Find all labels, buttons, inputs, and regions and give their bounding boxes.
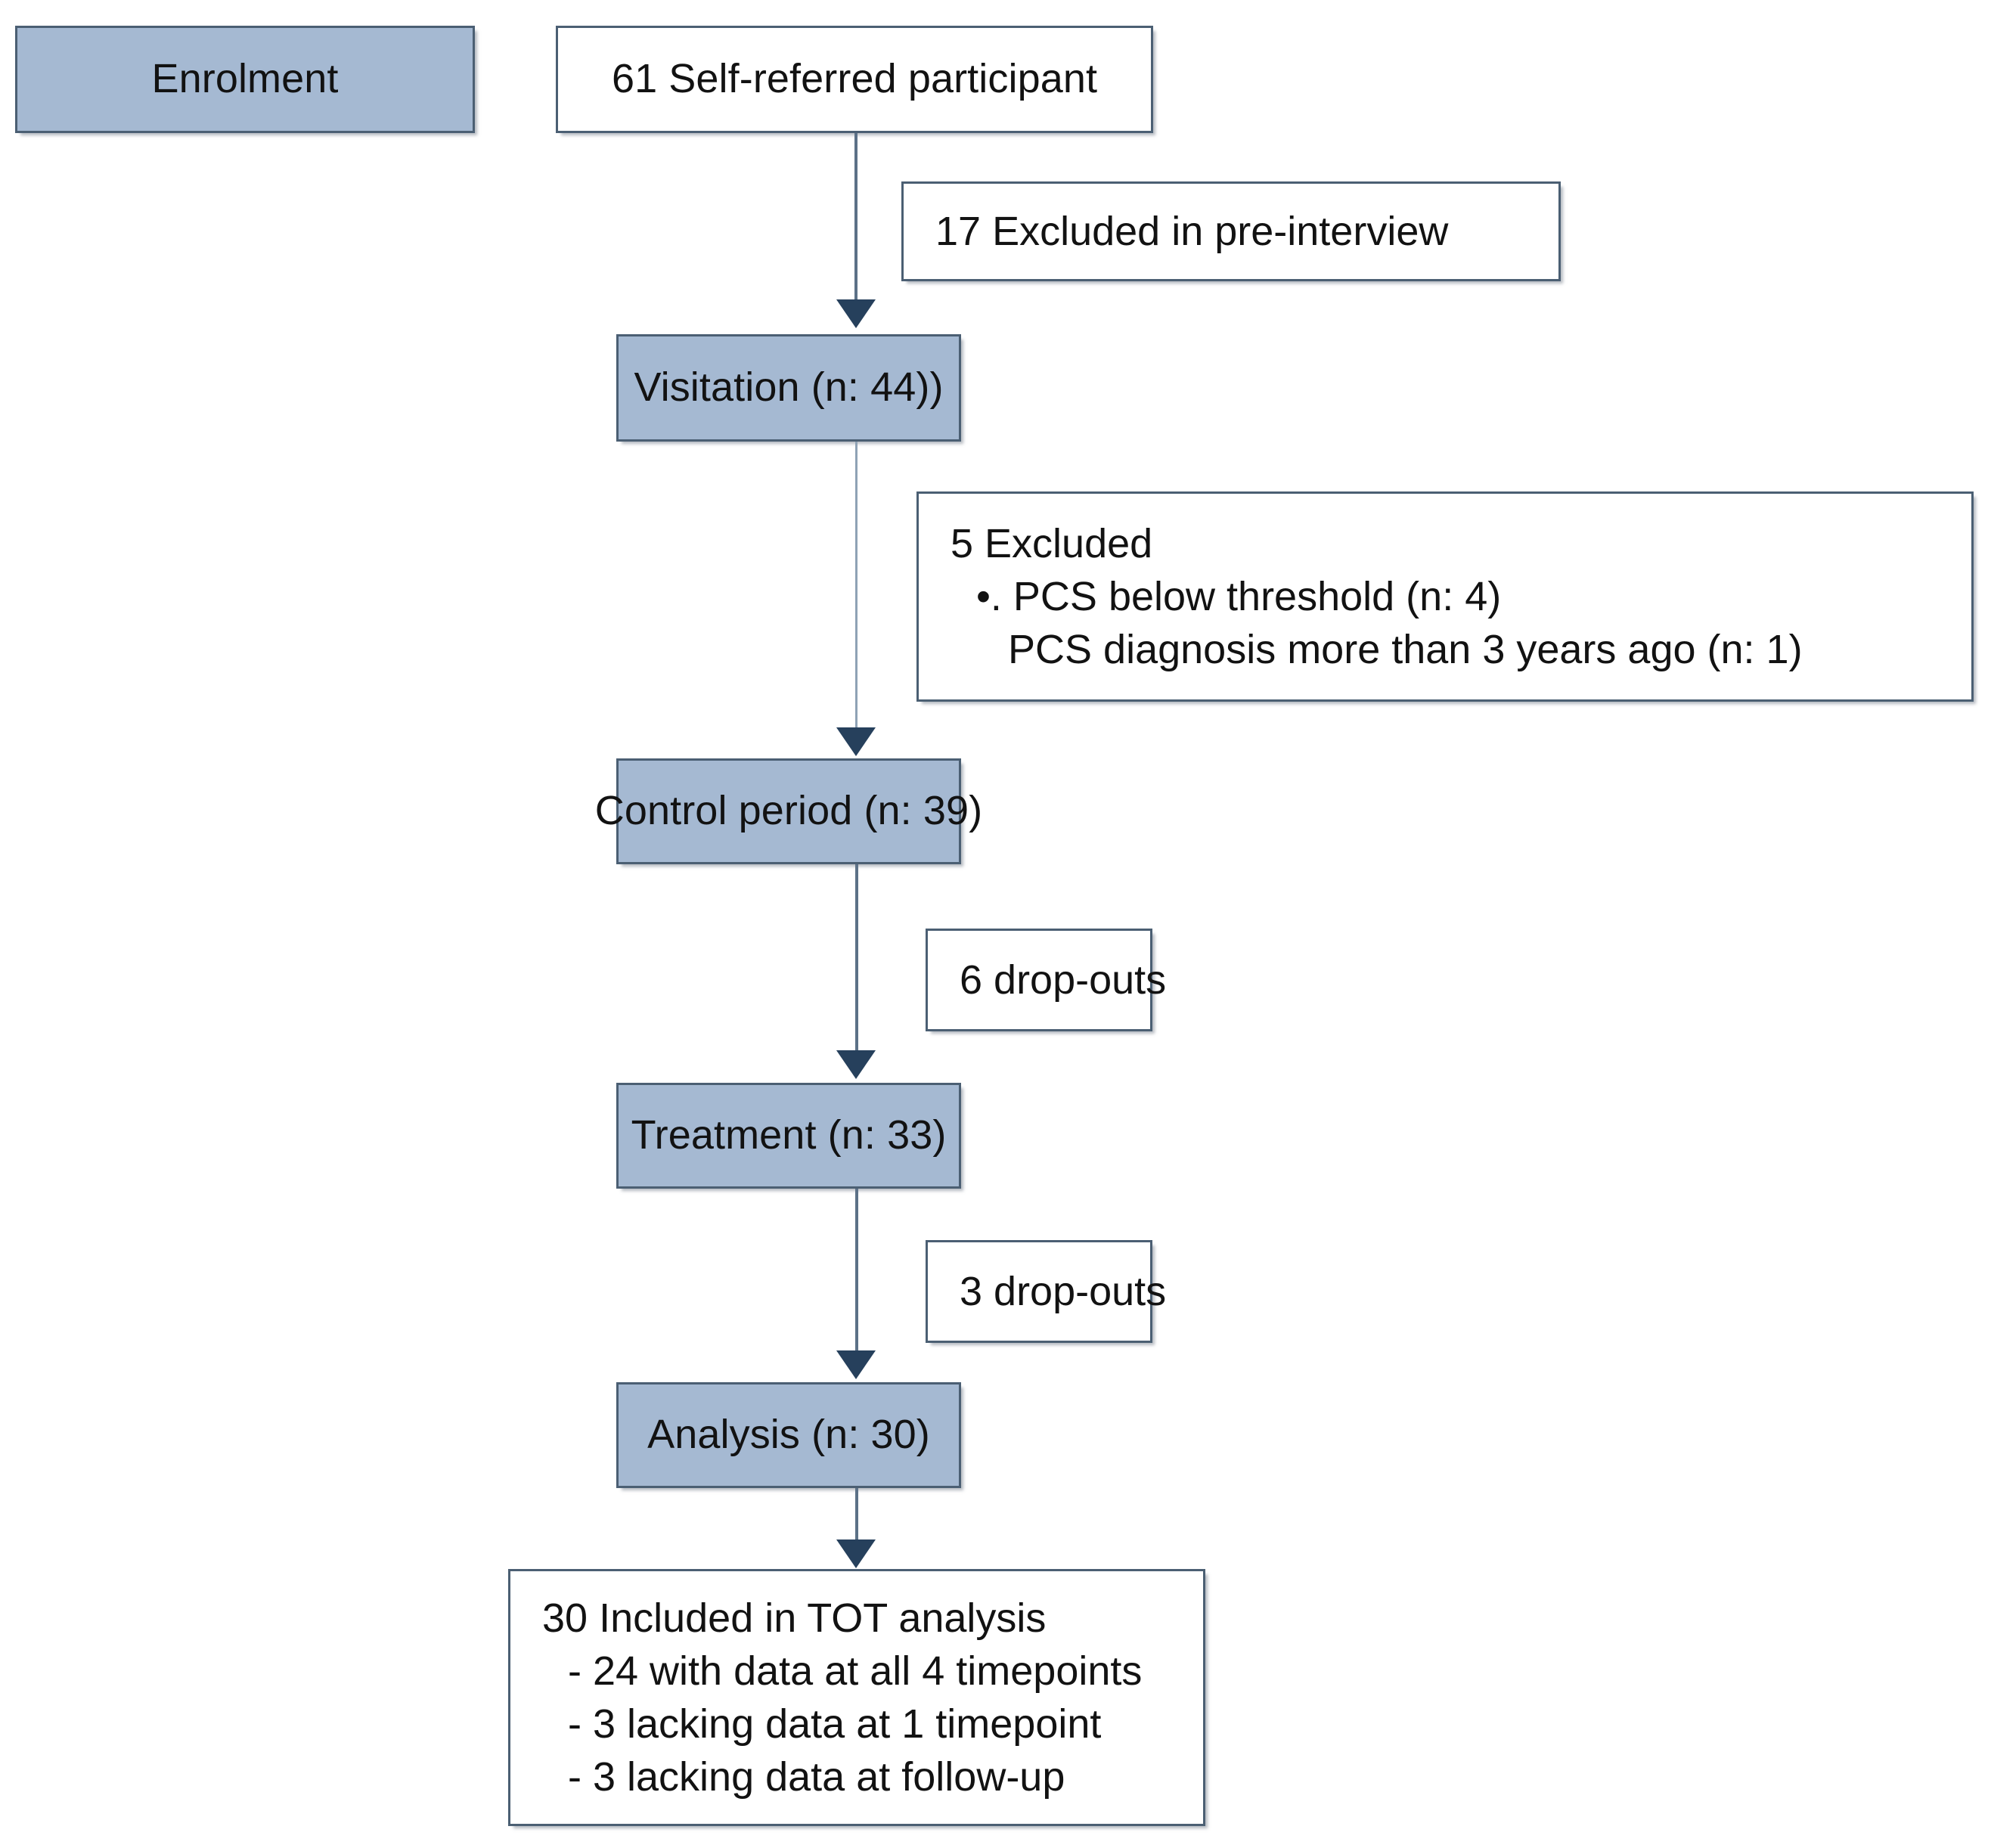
excluded-five-heading: 5 Excluded bbox=[951, 520, 1153, 566]
node-included-tot-analysis: 30 Included in TOT analysis - 24 with da… bbox=[508, 1569, 1205, 1826]
connector-treatment-to-analysis bbox=[855, 1189, 858, 1353]
node-label-control-period: Control period (n: 39) bbox=[594, 788, 983, 834]
connector-control-period-to-treatment bbox=[855, 864, 858, 1053]
node-analysis: Analysis (n: 30) bbox=[616, 1382, 961, 1488]
arrowhead-to-analysis bbox=[836, 1350, 876, 1379]
excluded-five-bullet-2: PCS diagnosis more than 3 years ago (n: … bbox=[1008, 627, 1803, 673]
arrowhead-to-treatment bbox=[836, 1050, 876, 1079]
included-tot-heading: 30 Included in TOT analysis bbox=[542, 1595, 1047, 1641]
node-label-self-referred: 61 Self-referred participant bbox=[611, 56, 1098, 102]
node-block-dropouts-three: 3 drop-outs bbox=[928, 1265, 1180, 1318]
included-tot-item-3: - 3 lacking data at follow-up bbox=[568, 1754, 1065, 1800]
node-label-treatment: Treatment (n: 33) bbox=[631, 1112, 947, 1158]
excluded-five-bullet-1: •. PCS below threshold (n: 4) bbox=[976, 573, 1502, 619]
arrowhead-to-included-tot bbox=[836, 1539, 876, 1568]
connector-analysis-to-included-tot bbox=[855, 1488, 858, 1543]
node-dropouts-six: 6 drop-outs bbox=[926, 929, 1166, 1031]
connector-self-referred-to-visitation bbox=[854, 133, 857, 301]
node-label-dropouts-six: 6 drop-outs bbox=[960, 957, 1167, 1003]
node-control-period: Control period (n: 39) bbox=[595, 758, 982, 864]
node-visitation: Visitation (n: 44)) bbox=[616, 334, 961, 442]
node-label-excluded-pre-interview: 17 Excluded in pre-interview bbox=[935, 208, 1449, 254]
stage-box-enrolment: Enrolment bbox=[15, 26, 475, 133]
node-block-dropouts-six: 6 drop-outs bbox=[928, 953, 1180, 1006]
node-treatment: Treatment (n: 33) bbox=[616, 1083, 961, 1189]
arrowhead-to-control-period bbox=[836, 727, 876, 756]
node-self-referred-participants: 61 Self-referred participant bbox=[556, 26, 1153, 133]
node-block-excluded-pre-interview: 17 Excluded in pre-interview bbox=[904, 205, 1462, 258]
node-label-analysis: Analysis (n: 30) bbox=[647, 1412, 930, 1458]
node-label-visitation: Visitation (n: 44)) bbox=[634, 364, 944, 411]
node-label-dropouts-three: 3 drop-outs bbox=[960, 1268, 1167, 1314]
node-dropouts-three: 3 drop-outs bbox=[926, 1240, 1166, 1343]
arrowhead-to-visitation bbox=[836, 299, 876, 328]
node-block-included-tot: 30 Included in TOT analysis - 24 with da… bbox=[510, 1592, 1155, 1804]
node-excluded-pre-interview: 17 Excluded in pre-interview bbox=[901, 181, 1561, 281]
node-block-excluded-five: 5 Excluded •. PCS below threshold (n: 4)… bbox=[919, 517, 1816, 677]
stage-label-enrolment: Enrolment bbox=[151, 56, 339, 102]
included-tot-item-1: - 24 with data at all 4 timepoints bbox=[568, 1648, 1143, 1694]
connector-visitation-to-control-period bbox=[855, 442, 857, 730]
node-excluded-five: 5 Excluded •. PCS below threshold (n: 4)… bbox=[916, 491, 1974, 702]
included-tot-item-2: - 3 lacking data at 1 timepoint bbox=[568, 1701, 1102, 1747]
